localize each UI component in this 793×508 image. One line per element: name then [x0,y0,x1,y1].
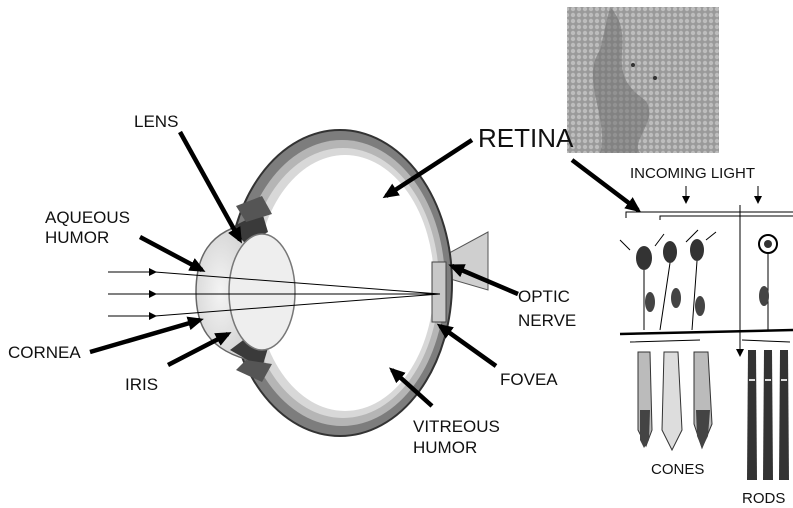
cone-cell [662,352,682,450]
label-rods: RODS [742,490,785,507]
label-cones: CONES [651,461,704,478]
label-aqueous-humor-line1: AQUEOUS [45,208,130,227]
retinal-cell-diagram [620,186,793,480]
retina-photo [567,7,719,153]
label-fovea: FOVEA [500,370,558,389]
label-incoming-light: INCOMING LIGHT [630,165,755,182]
eyeball-cross-section [196,130,488,436]
label-cornea: CORNEA [8,343,81,362]
label-aqueous-humor-line2: HUMOR [45,228,109,247]
lens-shape [229,234,295,350]
label-vitreous-humor-line1: VITREOUS [413,417,500,436]
label-lens: LENS [134,112,178,131]
rod-cell [747,350,757,480]
label-iris: IRIS [125,375,158,394]
rod-cell [763,350,773,480]
label-retina: RETINA [478,123,574,153]
label-optic-nerve-line1: OPTIC [518,287,570,306]
label-vitreous-humor-line2: HUMOR [413,438,477,457]
optic-disc [432,262,446,322]
rod-cell [779,350,789,480]
label-optic-nerve-line2: NERVE [518,311,576,330]
